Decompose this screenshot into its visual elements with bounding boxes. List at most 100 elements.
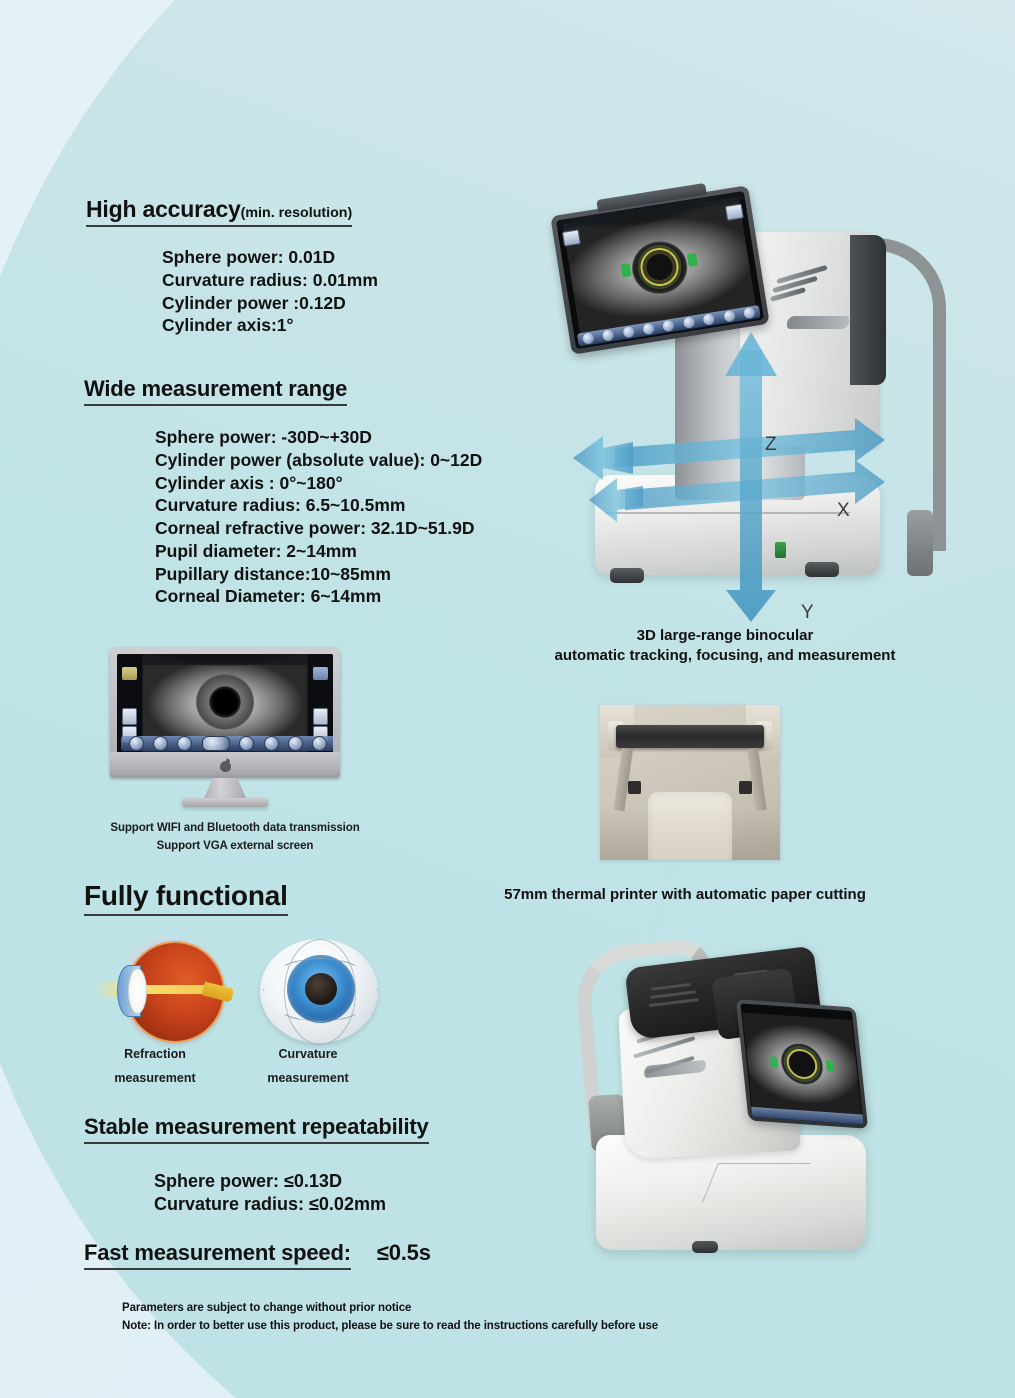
right-eye-button[interactable] (313, 667, 328, 680)
lcd-screen (556, 190, 764, 350)
footer-line: Parameters are subject to change without… (122, 1302, 412, 1314)
heading-high-accuracy-suffix: (min. resolution) (240, 205, 353, 221)
printer-paper-roll (648, 792, 732, 860)
device-handle-foot (907, 510, 933, 576)
spec-list-repeatability: Sphere power: ≤0.13D Curvature radius: ≤… (154, 1170, 386, 1217)
device-foot (692, 1241, 718, 1253)
footer-line: Note: In order to better use this produc… (122, 1319, 659, 1332)
speed-value: ≤0.5s (376, 1240, 431, 1265)
toolbar-icon[interactable] (153, 736, 169, 751)
spec-list-wide-range: Sphere power: -30D~+30D Cylinder power (… (155, 426, 482, 608)
axis-label-x: X (837, 500, 850, 521)
caption-line: automatic tracking, focusing, and measur… (554, 647, 896, 665)
autorefractor-device-side-image (560, 935, 960, 1280)
device-foot-left (610, 568, 644, 583)
monitor-status-bar (117, 654, 333, 665)
spec-item: Curvature radius: ≤0.02mm (154, 1194, 386, 1215)
heading-fully-functional-text: Fully functional (84, 880, 288, 916)
printer-arm-right (747, 748, 767, 812)
toolbar-icon-wide[interactable] (201, 736, 230, 751)
label-line: measurement (114, 1070, 196, 1085)
monitor-stand-neck (203, 778, 247, 800)
axis-label-z: Z (765, 434, 777, 455)
toolbar-icon[interactable] (287, 736, 303, 751)
toolbar-icon[interactable] (239, 736, 255, 751)
toolbar-icon[interactable] (723, 309, 736, 323)
spec-item: Pupillary distance:10~85mm (155, 563, 391, 584)
spec-item: Curvature radius: 0.01mm (162, 269, 378, 290)
spec-item: Corneal Diameter: 6~14mm (155, 586, 382, 607)
toolbar-icon[interactable] (743, 306, 756, 320)
thermal-printer-image (600, 705, 780, 860)
monitor-chin (110, 752, 340, 778)
spec-item: Corneal refractive power: 32.1D~51.9D (155, 518, 475, 538)
heading-wide-range: Wide measurement range (84, 376, 347, 406)
toolbar-icon[interactable] (702, 313, 716, 326)
printer-arm-left (613, 748, 633, 812)
alignment-marker-right-icon (825, 1060, 834, 1072)
brand-logotype (787, 316, 849, 329)
side-button[interactable] (313, 708, 328, 725)
vent-slot (648, 998, 699, 1008)
spec-item: Cylinder axis : 0°~180° (155, 472, 343, 493)
caption-line: 3D large-range binocular (636, 627, 814, 644)
caption-monitor-connectivity: Support WIFI and Bluetooth data transmis… (95, 820, 375, 856)
heading-repeatability: Stable measurement repeatability (84, 1114, 429, 1144)
side-button[interactable] (122, 708, 137, 725)
toolbar-icon[interactable] (662, 319, 676, 333)
toolbar-icon[interactable] (128, 736, 144, 751)
toolbar-icon[interactable] (177, 736, 193, 751)
vent-slot (649, 990, 696, 999)
caption-line: Support WIFI and Bluetooth data transmis… (110, 822, 360, 834)
curvature-eyeball-icon (260, 935, 378, 1047)
toolbar-icon[interactable] (312, 736, 328, 751)
label-line: Curvature (278, 1047, 338, 1061)
refraction-eye-cross-section-icon (97, 937, 235, 1045)
lcd-right-eye-button[interactable] (724, 203, 744, 221)
lcd-left-eye-button[interactable] (561, 229, 581, 247)
label-refraction-measurement: Refraction measurement (80, 1043, 230, 1091)
spec-item: Cylinder power (absolute value): 0~12D (155, 449, 483, 470)
toolbar-icon[interactable] (263, 736, 279, 751)
toolbar-icon[interactable] (622, 325, 635, 339)
apple-logo-icon (219, 759, 231, 772)
toolbar-icon[interactable] (581, 332, 595, 345)
spec-item: Cylinder power :0.12D (162, 292, 346, 313)
caption-line: Support VGA external screen (156, 839, 314, 852)
toolbar-icon[interactable] (642, 322, 655, 336)
heading-speed-text: Fast measurement speed: (84, 1240, 351, 1270)
device-lcd-panel[interactable] (735, 999, 869, 1129)
heading-high-accuracy: High accuracy(min. resolution) (86, 196, 353, 227)
toolbar-icon[interactable] (601, 329, 615, 342)
label-line: measurement (267, 1070, 349, 1085)
spec-item: Pupil diameter: 2~14mm (155, 540, 357, 561)
caption-printer: 57mm thermal printer with automatic pape… (440, 885, 930, 905)
lcd-screen (740, 1003, 864, 1125)
power-led-indicator (775, 542, 786, 558)
monitor-bezel (110, 648, 340, 778)
printer-cutter-bar (616, 725, 764, 748)
heading-speed: Fast measurement speed: ≤0.5s (84, 1240, 431, 1270)
printer-pin-right (739, 781, 752, 794)
brand-wing-icon (770, 264, 840, 302)
alignment-marker-left-icon (620, 262, 632, 278)
spec-item: Sphere power: ≤0.13D (154, 1171, 342, 1191)
device-foot-right (805, 562, 839, 577)
autorefractor-device-front-image: Z X Y (550, 182, 965, 630)
spec-list-high-accuracy: Sphere power: 0.01D Curvature radius: 0.… (162, 246, 378, 337)
label-curvature-measurement: Curvature measurement (233, 1043, 383, 1091)
printer-pin-left (628, 781, 641, 794)
toolbar-icon[interactable] (682, 316, 696, 329)
label-line: Refraction (124, 1047, 186, 1061)
caption-3d-binocular: 3D large-range binocular automatic track… (510, 626, 940, 667)
alignment-marker-left-icon (770, 1056, 779, 1068)
monitor-toolbar[interactable] (121, 736, 333, 751)
heading-fully-functional: Fully functional (84, 880, 288, 916)
monitor-screen (117, 654, 333, 754)
device-base-seam (605, 512, 850, 514)
axis-label-y: Y (801, 602, 814, 623)
device-base-slot (702, 1163, 811, 1202)
heading-high-accuracy-text: High accuracy (86, 196, 241, 222)
left-eye-button[interactable] (122, 667, 137, 680)
